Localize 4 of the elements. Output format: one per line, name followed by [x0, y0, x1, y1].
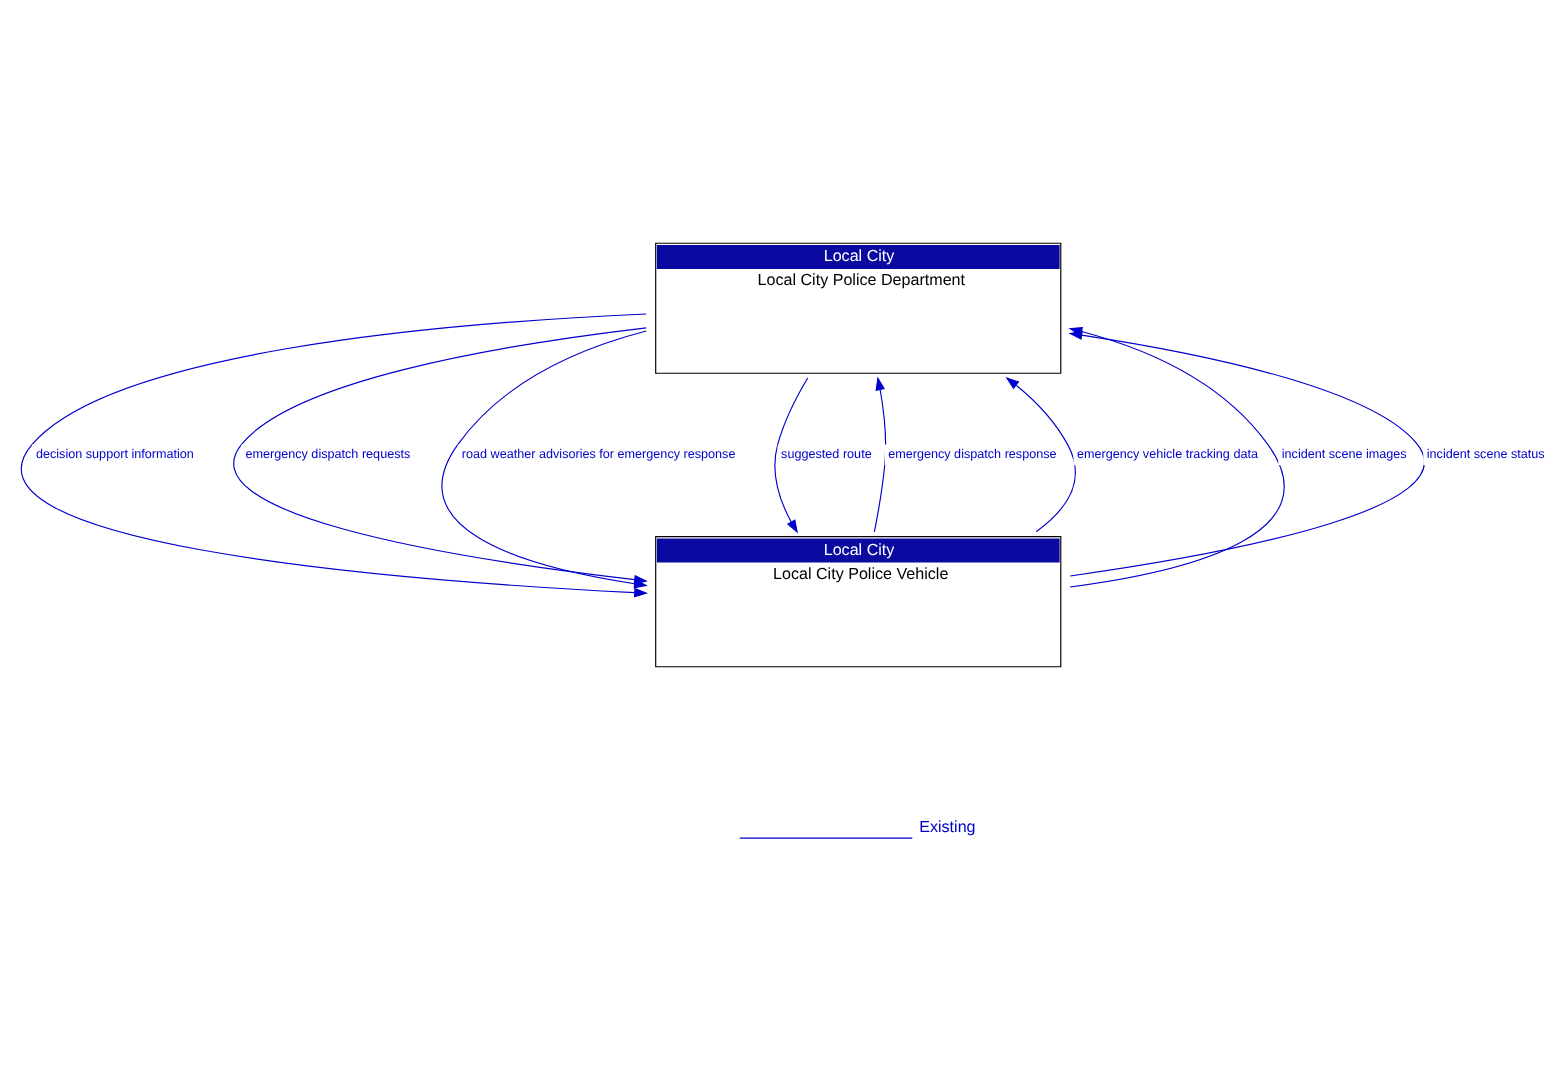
arrow [873, 376, 887, 533]
arrow [1068, 330, 1425, 577]
arrow [774, 377, 809, 534]
arrow [1005, 377, 1076, 533]
